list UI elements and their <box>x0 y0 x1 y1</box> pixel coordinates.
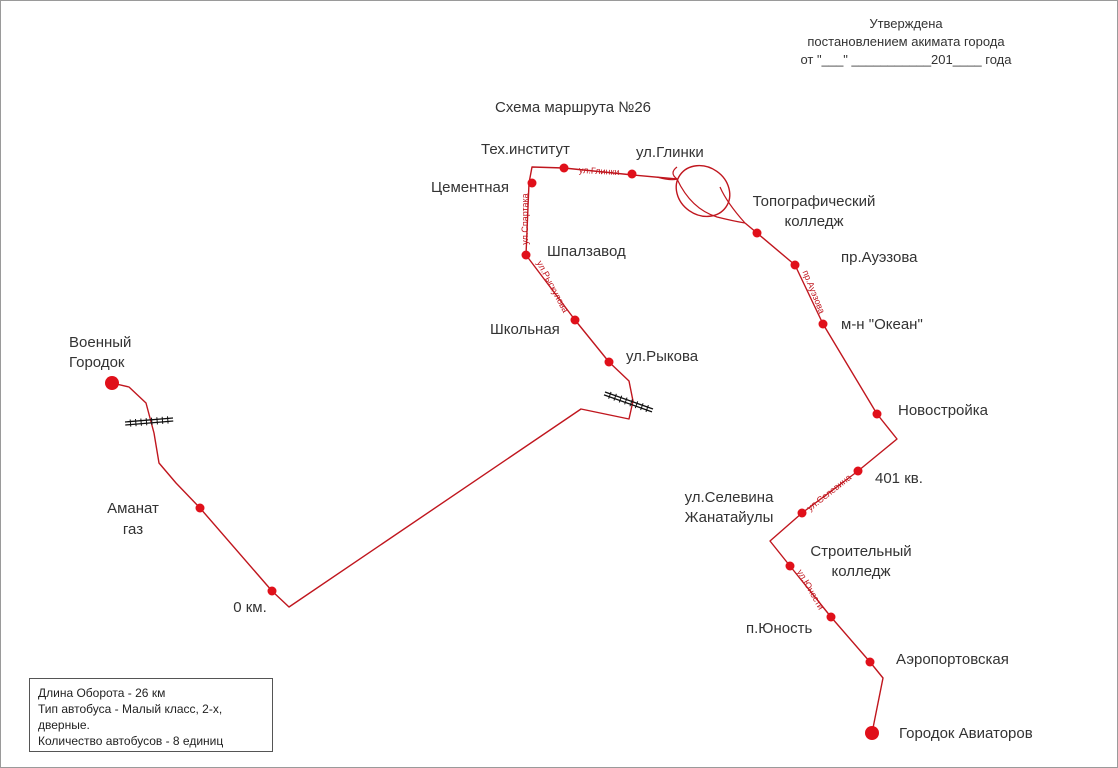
stop-label-401-kv: 401 кв. <box>875 470 923 487</box>
stop-marker-amanat-gaz[interactable] <box>195 503 205 513</box>
stop-label-line: п.Юность <box>746 620 812 637</box>
stop-marker-ul-glinki[interactable] <box>627 169 637 179</box>
stop-label-line: ул.Селевина <box>685 489 774 506</box>
stop-label-ul-rykova: ул.Рыкова <box>626 348 699 365</box>
stop-label-gorodok-aviatorov: Городок Авиаторов <box>899 725 1033 742</box>
route-info-box: Длина Оборота - 26 км Тип автобуса - Мал… <box>29 678 273 752</box>
street-label-ul-spartaka: ул.Спартака <box>520 193 530 244</box>
street-label-ul-yunosti: ул.Юности <box>795 568 826 612</box>
approval-line-3: от "___" ___________201____ года <box>800 52 1012 67</box>
stop-label-line: ул.Рыкова <box>626 348 699 365</box>
stop-label-shkolnaya: Школьная <box>490 321 560 338</box>
stop-marker-pr-auezova[interactable] <box>790 260 800 270</box>
stop-marker-mn-okean[interactable] <box>818 319 828 329</box>
street-label-ul-selevina-street: ул.Селевина <box>805 472 853 513</box>
stop-label-ul-glinki: ул.Глинки <box>636 144 704 161</box>
stop-label-line: Аманат <box>107 500 159 517</box>
info-length: Длина Оборота - 26 км <box>38 686 166 700</box>
stop-label-line: ул.Глинки <box>636 144 704 161</box>
stop-marker-shpalzavod[interactable] <box>521 250 531 260</box>
roundabout-loop <box>675 164 731 218</box>
stop-label-line: м-н "Океан" <box>841 316 923 333</box>
stop-marker-novostroyka[interactable] <box>872 409 882 419</box>
stop-label-stroit-kolledzh: Строительный колледж <box>810 543 911 580</box>
stop-marker-shkolnaya[interactable] <box>570 315 580 325</box>
stop-marker-zero-km[interactable] <box>267 586 277 596</box>
stop-label-line: колледж <box>831 563 890 580</box>
stop-marker-401-kv[interactable] <box>853 466 863 476</box>
stop-marker-topo-kolledzh[interactable] <box>752 228 762 238</box>
stop-label-cementnaya: Цементная <box>431 179 509 196</box>
stop-label-amanat-gaz: Аманат газ <box>107 500 159 538</box>
stop-label-novostroyka: Новостройка <box>898 402 989 419</box>
stop-label-line: газ <box>123 521 143 538</box>
approval-line-2: постановлением акимата города <box>807 34 1005 49</box>
route-line-east <box>744 222 898 734</box>
route-line-west <box>111 166 678 608</box>
stop-marker-ul-rykova[interactable] <box>604 357 614 367</box>
stop-label-line: Строительный <box>810 543 911 560</box>
approval-stamp: Утверждена постановлением акимата города… <box>771 15 1041 69</box>
stop-label-line: 0 км. <box>233 599 267 616</box>
stop-label-line: Аэропортовская <box>896 651 1009 668</box>
roundabout-exit-west <box>676 178 746 224</box>
stop-marker-stroit-kolledzh[interactable] <box>785 561 795 571</box>
stop-marker-tekh-institut[interactable] <box>559 163 569 173</box>
stop-marker-gorodok-aviatorov[interactable] <box>865 726 879 740</box>
stop-label-line: Топографический <box>753 193 876 210</box>
stop-label-line: Цементная <box>431 179 509 196</box>
street-label-ul-glinki-street: ул.Глинки <box>579 165 620 177</box>
stop-label-tekh-institut: Тех.институт <box>481 141 570 158</box>
stop-label-mn-okean: м-н "Океан" <box>841 316 923 333</box>
info-bus-type-1: Тип автобуса - Малый класс, 2-х, <box>38 702 223 716</box>
street-label-ul-ryskulova: ул.Рыскулова <box>535 259 571 314</box>
info-bus-count: Количество автобусов - 8 единиц <box>38 734 224 748</box>
info-bus-type-2: дверные. <box>38 718 90 732</box>
stop-marker-cementnaya[interactable] <box>527 178 537 188</box>
stop-label-line: Тех.институт <box>481 141 570 158</box>
railway-crossing-west <box>124 416 174 427</box>
stop-marker-ul-selevina[interactable] <box>797 508 807 518</box>
stop-label-aeroportovskaya: Аэропортовская <box>896 651 1009 668</box>
stop-label-line: Городок Авиаторов <box>899 725 1033 742</box>
stop-label-line: Школьная <box>490 321 560 338</box>
roundabout-exit-east <box>719 186 746 224</box>
scheme-title: Схема маршрута №26 <box>495 99 652 116</box>
stop-label-line: колледж <box>784 213 843 230</box>
stop-label-line: Шпалзавод <box>547 243 626 260</box>
stop-label-line: Новостройка <box>898 402 989 419</box>
stop-label-line: пр.Ауэзова <box>841 249 918 266</box>
stop-label-line: Городок <box>69 354 125 371</box>
street-label-pr-auezova-street: пр.Ауэзова <box>801 269 827 315</box>
stop-label-zero-km: 0 км. <box>233 599 267 616</box>
stop-marker-p-yunost[interactable] <box>826 612 836 622</box>
stop-label-pr-auezova: пр.Ауэзова <box>841 249 918 266</box>
stop-marker-aeroportovskaya[interactable] <box>865 657 875 667</box>
stop-label-line: Жанатайулы <box>685 509 774 526</box>
stop-marker-voenny-gorodok[interactable] <box>105 376 119 390</box>
stop-label-shpalzavod: Шпалзавод <box>547 243 626 260</box>
stop-label-line: Военный <box>69 334 131 351</box>
stop-label-line: 401 кв. <box>875 470 923 487</box>
approval-line-1: Утверждена <box>869 16 943 31</box>
stop-label-p-yunost: п.Юность <box>746 620 812 637</box>
railway-crossing-east <box>603 391 654 413</box>
stop-label-topo-kolledzh: Топографический колледж <box>753 193 876 230</box>
